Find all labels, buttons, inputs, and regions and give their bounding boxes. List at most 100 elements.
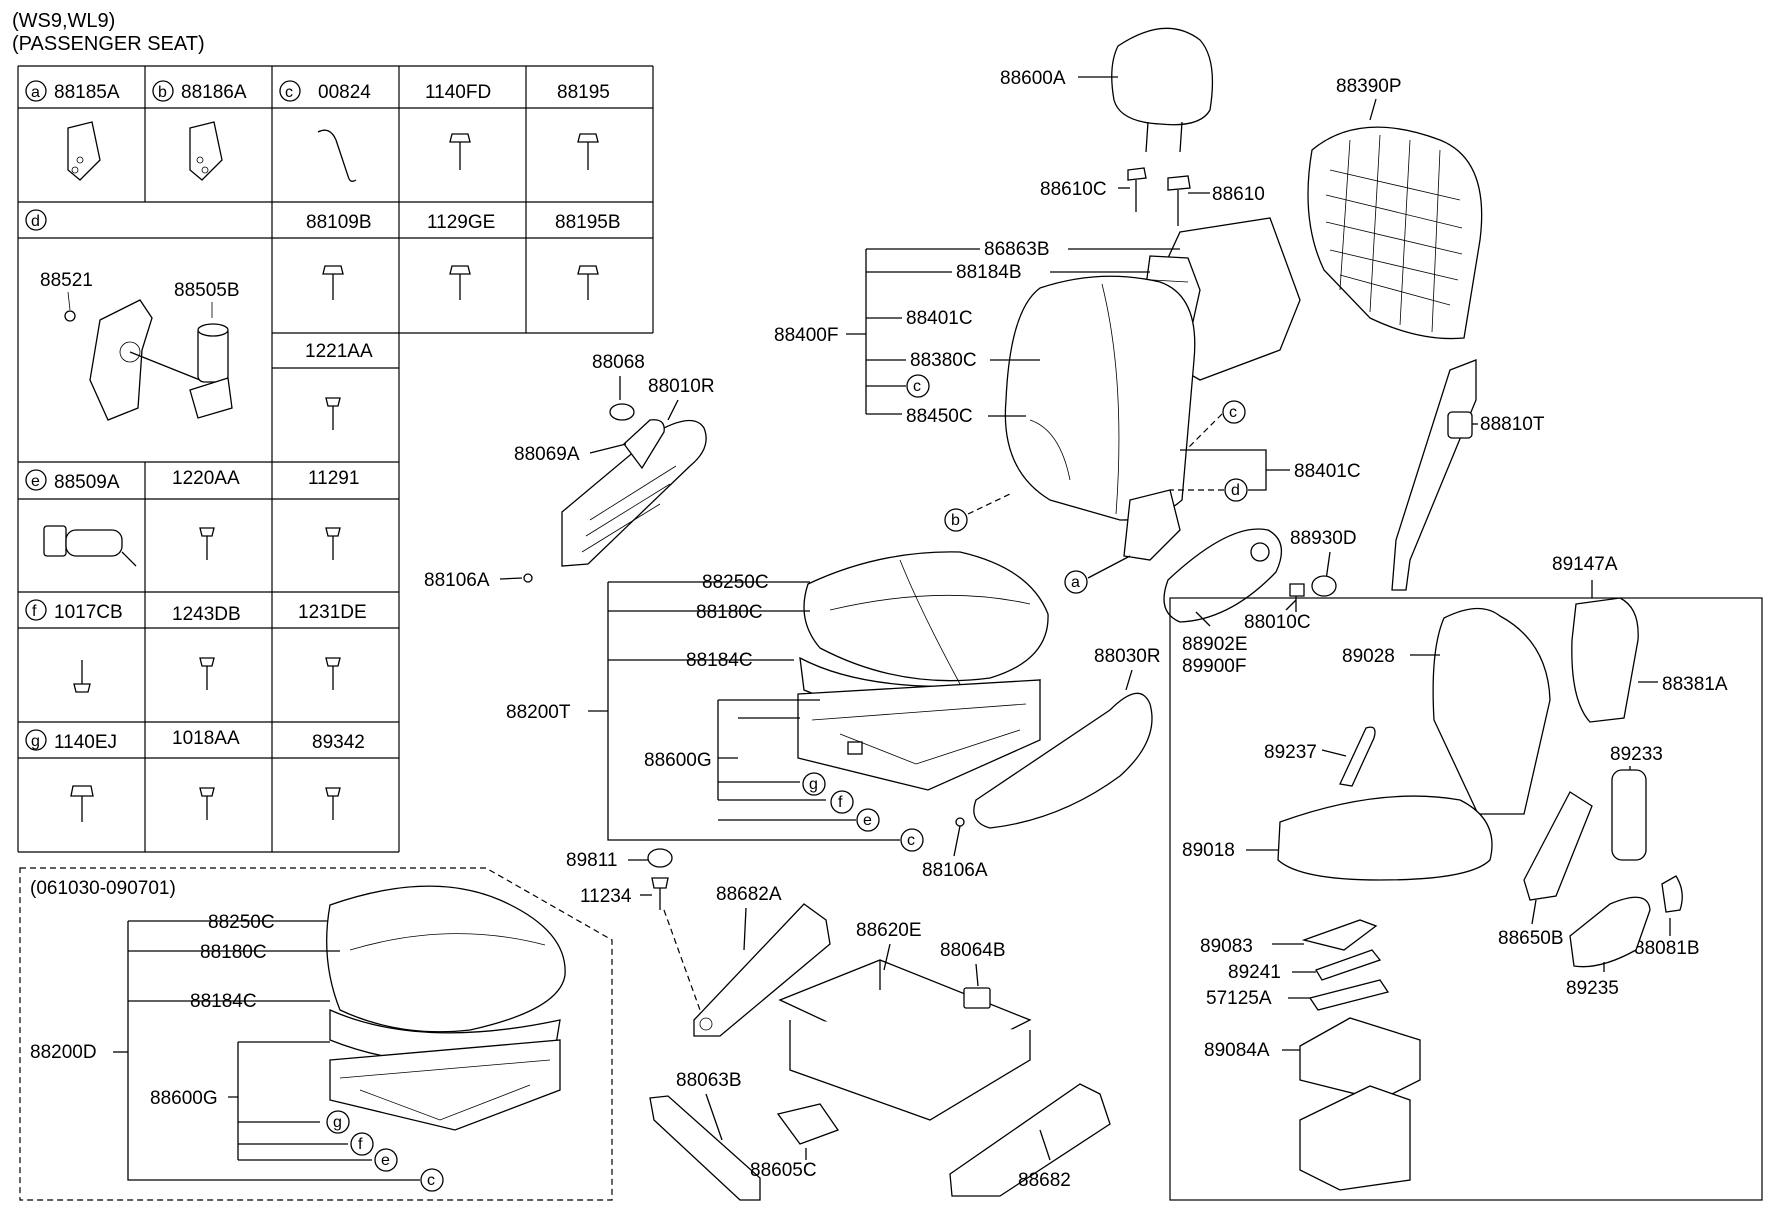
handle-89237 [1339, 726, 1376, 787]
cover-89235 [1569, 896, 1651, 968]
label-88063B: 88063B [676, 1070, 742, 1091]
label-88620E: 88620E [856, 920, 922, 941]
label-88610: 88610 [1212, 184, 1265, 205]
label-88930D: 88930D [1290, 528, 1357, 549]
label-88650B: 88650B [1498, 928, 1564, 949]
screw-1243DB-icon [199, 657, 215, 690]
label-89235: 89235 [1566, 978, 1619, 999]
label-88106A-b: 88106A [922, 860, 988, 881]
circle-e-main: e [863, 812, 872, 829]
recliner-88401C [1123, 489, 1181, 561]
knob-88081B [1661, 875, 1683, 913]
model-header: (WS9,WL9) [12, 10, 115, 32]
label-88381A: 88381A [1662, 674, 1728, 695]
circle-b: b [158, 84, 167, 101]
label-88902E: 88902E [1182, 634, 1248, 655]
screw-1221AA-icon [325, 397, 341, 430]
front-trim-88030R [973, 692, 1153, 829]
bolt-1140FD-icon [449, 133, 471, 170]
label-88682A: 88682A [716, 884, 782, 905]
inset-label-88600G: 88600G [150, 1088, 218, 1109]
screw-1018AA-icon [199, 787, 215, 820]
label-89900F: 89900F [1182, 656, 1246, 677]
inset-seat-cushion [326, 885, 566, 1131]
code-88521: 88521 [40, 270, 93, 291]
circle-f-main: f [838, 794, 843, 811]
parts-table: a 88185A b 88186A c 00824 1140FD 88195 d… [17, 65, 654, 853]
plate-57125A [1308, 979, 1390, 1011]
label-57125A: 57125A [1206, 988, 1272, 1009]
circle-c-88400F: c [913, 378, 921, 395]
code-1140FD: 1140FD [425, 82, 491, 103]
label-88450C: 88450C [906, 406, 973, 427]
label-88184B: 88184B [956, 262, 1022, 283]
code-88185A: 88185A [54, 82, 120, 103]
label-88600A: 88600A [1000, 68, 1066, 89]
inset-circle-c: c [427, 1172, 435, 1189]
screw-1220AA-icon [199, 527, 215, 560]
screw-1231DE-icon [325, 657, 341, 690]
label-88200T: 88200T [506, 702, 571, 723]
circle-g: g [31, 733, 40, 750]
cover-88381A [1571, 597, 1639, 723]
label-88180C: 88180C [696, 602, 763, 623]
code-88195: 88195 [557, 82, 610, 103]
motor-88509A-icon [43, 525, 137, 567]
inset-label-88250C: 88250C [208, 912, 275, 933]
switch-89233 [1611, 769, 1647, 861]
seatback-cover-88380C [1004, 275, 1196, 521]
inset-circle-e: e [381, 1152, 390, 1169]
headrest-88600A [1111, 27, 1214, 153]
circle-c: c [285, 84, 293, 101]
base-bracket [1299, 1085, 1411, 1191]
code-1221AA: 1221AA [305, 341, 373, 362]
circle-d-main: d [1231, 482, 1240, 499]
label-89811: 89811 [566, 850, 617, 871]
label-88069A: 88069A [514, 444, 580, 465]
seatback-frame-88390P [1307, 126, 1483, 340]
label-89233: 89233 [1610, 744, 1663, 765]
code-88505B: 88505B [174, 280, 240, 301]
seat-frame-88620E [778, 959, 1032, 1121]
inset-label-88180C: 88180C [200, 942, 267, 963]
circle-c-main2: c [1229, 404, 1237, 421]
base-89084A [1299, 1017, 1421, 1101]
label-88682: 88682 [1018, 1170, 1071, 1191]
circle-g-main: g [809, 776, 818, 793]
circle-b-main: b [951, 512, 960, 529]
code-88186A: 88186A [181, 82, 247, 103]
circle-e: e [31, 473, 40, 490]
code-1243DB: 1243DB [172, 604, 241, 625]
code-88109B: 88109B [306, 212, 372, 233]
bracket-88185A-icon [67, 121, 101, 181]
bolt-1129GE-icon [449, 265, 471, 300]
bolt-1140EJ-icon [70, 785, 94, 822]
label-88030R: 88030R [1094, 646, 1161, 667]
label-88390P: 88390P [1336, 76, 1402, 97]
bracket-88650B [1523, 791, 1593, 901]
code-1018AA: 1018AA [172, 728, 240, 749]
headrest-guide-88610C [1127, 167, 1147, 212]
circle-a: a [31, 84, 40, 101]
label-89083: 89083 [1200, 936, 1253, 957]
bolt-88195-icon [577, 133, 599, 170]
label-11234: 11234 [580, 886, 632, 907]
bolt-1017CB-icon [73, 660, 91, 693]
inset-circle-f: f [358, 1136, 363, 1153]
label-86863B: 86863B [984, 239, 1050, 260]
bracket-88186A-icon [189, 121, 223, 181]
label-88064B: 88064B [940, 940, 1006, 961]
label-88380C: 88380C [910, 350, 977, 371]
code-11291: 11291 [308, 468, 359, 489]
code-1129GE: 1129GE [427, 212, 495, 233]
code-1017CB: 1017CB [54, 602, 123, 623]
harness-88605C [776, 1103, 840, 1145]
label-89084A: 89084A [1204, 1040, 1270, 1061]
code-88509A: 88509A [54, 472, 120, 493]
seat-header: (PASSENGER SEAT) [12, 33, 205, 55]
clip-00824-icon [317, 129, 357, 182]
label-89028: 89028 [1342, 646, 1395, 667]
label-88810T: 88810T [1480, 414, 1545, 435]
label-88068: 88068 [592, 352, 645, 373]
headrest-guide-88610 [1167, 175, 1191, 226]
